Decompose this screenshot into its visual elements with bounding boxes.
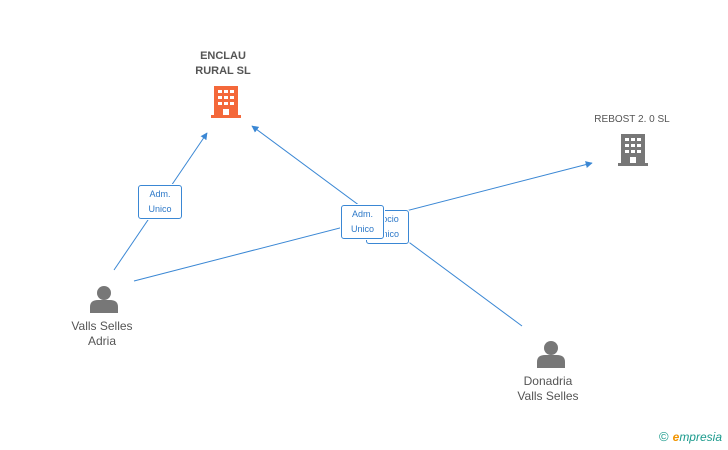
role-line1: Adm. xyxy=(149,189,171,199)
person-name-line2: Adria xyxy=(87,334,116,348)
company-label-enclau[interactable]: ENCLAU RURAL SL xyxy=(180,49,266,79)
role-line1: Adm. xyxy=(351,209,373,219)
person-icon[interactable] xyxy=(90,286,118,313)
watermark-e: e xyxy=(672,430,680,444)
company-name: REBOST 2. 0 SL xyxy=(594,114,670,125)
edge-label-donadria-enclau[interactable]: Adm. Unico xyxy=(341,205,384,239)
person-name-line1: Valls Selles xyxy=(71,319,133,333)
empresia-watermark: ©empresia xyxy=(659,429,722,444)
role-line2: Unico xyxy=(148,204,172,214)
person-label-valls-adria[interactable]: Valls Selles Adria xyxy=(52,319,152,349)
company-name-line1: ENCLAU xyxy=(200,50,246,62)
role-line2: Unico xyxy=(350,224,374,234)
role-line2: Único xyxy=(375,229,399,239)
building-icon[interactable] xyxy=(618,134,648,166)
person-icon[interactable] xyxy=(537,341,565,368)
company-name-line2: RURAL SL xyxy=(195,65,251,77)
role-line1: Socio xyxy=(376,214,399,224)
person-name-line2: Valls Selles xyxy=(517,389,579,403)
watermark-text: mpresia xyxy=(679,430,722,444)
copyright-icon: © xyxy=(659,429,669,444)
person-name-line1: Donadria xyxy=(523,374,573,388)
person-label-donadria[interactable]: Donadria Valls Selles xyxy=(498,374,598,404)
company-label-rebost[interactable]: REBOST 2. 0 SL xyxy=(580,112,684,127)
building-icon[interactable] xyxy=(211,86,241,118)
edge-label-adria-enclau[interactable]: Adm. Unico xyxy=(138,185,182,219)
